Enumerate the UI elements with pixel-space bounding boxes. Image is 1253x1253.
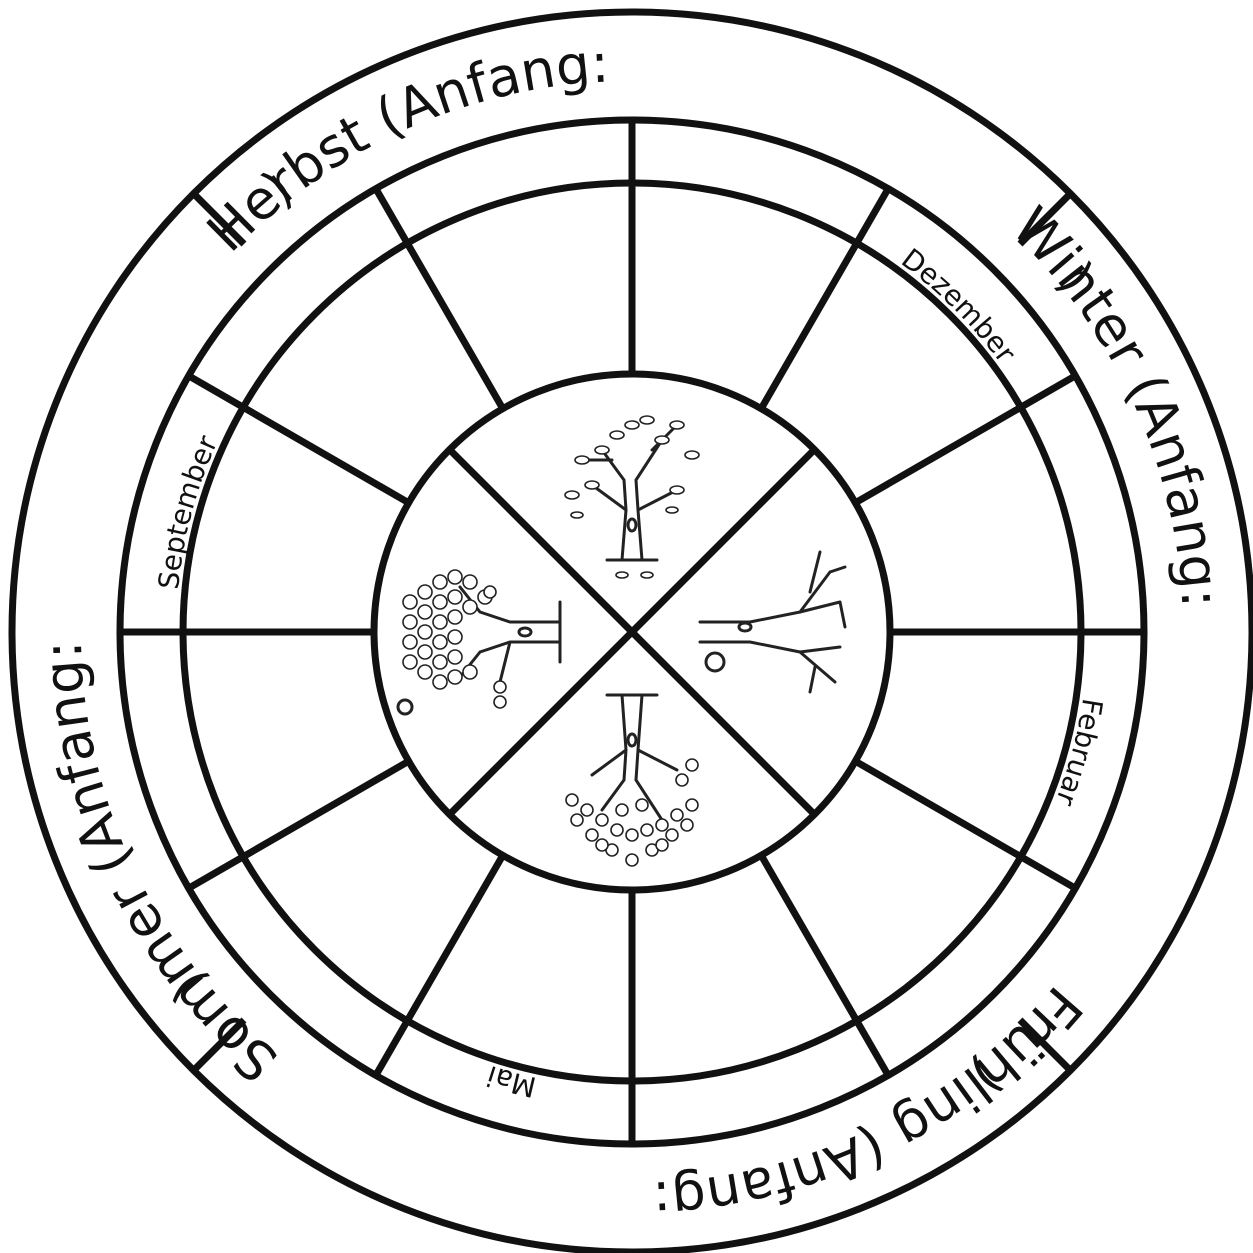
month-label-september: September <box>145 428 225 595</box>
month-label-february: Februar <box>1048 693 1112 812</box>
month-label-december: Dezember <box>892 238 1027 373</box>
inner-cross <box>450 450 814 814</box>
winter-tree-icon <box>700 552 845 692</box>
autumn-tree-icon <box>565 416 699 578</box>
month-label-may: Mai <box>483 1058 541 1104</box>
spring-tree-icon <box>566 695 698 866</box>
summer-tree-icon <box>398 570 560 714</box>
